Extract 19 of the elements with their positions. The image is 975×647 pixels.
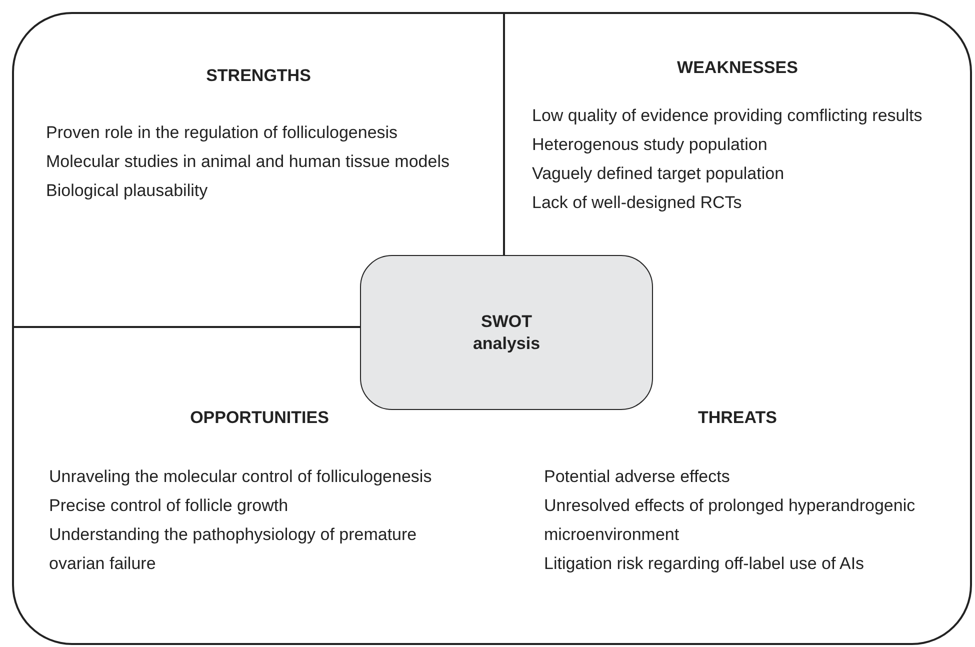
quadrant-heading: OPPORTUNITIES [189, 408, 330, 428]
list-item: Molecular studies in animal and human tissue models [46, 151, 450, 173]
center-title: SWOT analysis [472, 310, 542, 354]
list-item: Precise control of follicle growth [49, 495, 290, 517]
list-item: Potential adverse effects [544, 466, 731, 488]
list-item: Proven role in the regulation of folliculogenesis [46, 122, 399, 144]
quadrant-heading: WEAKNESSES [676, 58, 799, 78]
list-item: Heterogenous study population [532, 134, 768, 156]
center-box [360, 255, 653, 410]
quadrant-heading: STRENGTHS [205, 66, 312, 86]
list-item: Low quality of evidence providing comflicting results [532, 105, 924, 127]
list-item: Biological plausability [46, 180, 209, 202]
quadrant-heading: THREATS [696, 408, 778, 428]
list-item: Unraveling the molecular control of folliculogenesis [49, 466, 433, 488]
list-item: Unresolved effects of prolonged hyperandrogenic microenvironment [544, 495, 916, 546]
list-item: Lack of well-designed RCTs [532, 192, 743, 214]
list-item: Litigation risk regarding off-label use of AIs [544, 553, 866, 575]
list-item: Vaguely defined target population [532, 163, 786, 185]
list-item: Understanding the pathophysiology of premature ovarian failure [49, 524, 418, 575]
